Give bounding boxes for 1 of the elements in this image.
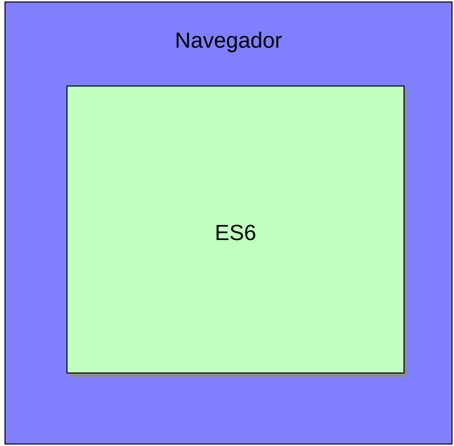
- content-box: ES6: [66, 86, 407, 377]
